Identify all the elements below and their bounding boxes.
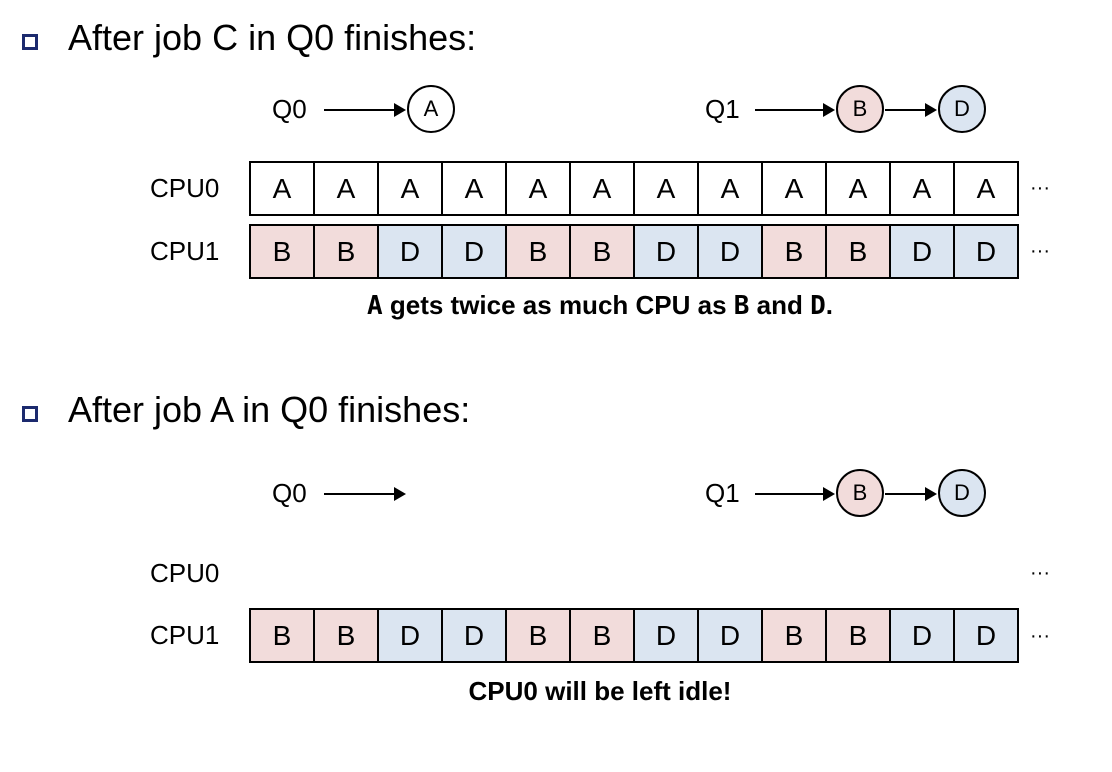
caption-job-b: B: [733, 291, 750, 321]
timeslot-cell: A: [507, 163, 571, 214]
timeslot-cell: A: [763, 163, 827, 214]
timeslot-cell: B: [251, 226, 315, 277]
q1-arrow-icon: [755, 103, 835, 117]
q1-job-D: D: [938, 85, 986, 133]
section1-heading: After job C in Q0 finishes:: [68, 17, 477, 58]
timeslot-cell: A: [955, 163, 1019, 214]
bullet-icon: [22, 406, 38, 422]
timeslot-cell: D: [379, 610, 443, 661]
q1-next-arrow-icon: [885, 487, 937, 501]
timeslot-cell: A: [251, 163, 315, 214]
timeslot-cell: D: [955, 226, 1019, 277]
caption-period: .: [825, 290, 833, 320]
cpu1-label: CPU1: [150, 620, 220, 650]
timeslot-cell: D: [891, 610, 955, 661]
timeslot-cell: B: [507, 610, 571, 661]
q1-label: Q1: [705, 94, 740, 124]
cpu0-label: CPU0: [150, 558, 220, 588]
q1-next-arrow-icon: [885, 103, 937, 117]
cpu1-more: ···: [1030, 240, 1050, 262]
cpu1-more: ···: [1030, 625, 1050, 647]
caption-text-1: gets twice as much CPU as: [382, 290, 734, 320]
timeslot-cell: A: [827, 163, 891, 214]
caption-text-2: and: [749, 290, 811, 320]
timeslot-cell: B: [507, 226, 571, 277]
q1-label: Q1: [705, 478, 740, 508]
q1-job-B: B: [836, 469, 884, 517]
timeslot-cell: B: [763, 226, 827, 277]
timeslot-cell: D: [699, 226, 763, 277]
section2-caption: CPU0 will be left idle!: [468, 676, 732, 706]
timeslot-cell: A: [891, 163, 955, 214]
bullet-icon: [22, 34, 38, 50]
q1-job-B: B: [836, 85, 884, 133]
timeslot-cell: D: [635, 226, 699, 277]
timeslot-cell: D: [635, 610, 699, 661]
timeslot-cell: B: [827, 610, 891, 661]
timeslot-cell: D: [955, 610, 1019, 661]
q0-label: Q0: [272, 478, 307, 508]
timeslot-cell: D: [443, 226, 507, 277]
q1-arrow-icon: [755, 487, 835, 501]
timeslot-cell: D: [443, 610, 507, 661]
q0-label: Q0: [272, 94, 307, 124]
timeslot-cell: B: [315, 610, 379, 661]
timeslot-cell: B: [251, 610, 315, 661]
cpu1-label: CPU1: [150, 236, 220, 266]
timeslot-cell: A: [379, 163, 443, 214]
timeslot-cell: A: [315, 163, 379, 214]
timeslot-cell: B: [763, 610, 827, 661]
timeslot-cell: B: [827, 226, 891, 277]
q0-arrow-icon: [324, 103, 406, 117]
timeslot-cell: A: [699, 163, 763, 214]
timeslot-cell: D: [699, 610, 763, 661]
cpu0-more: ···: [1030, 177, 1050, 199]
caption-job-d: D: [810, 291, 826, 321]
timeslot-cell: A: [635, 163, 699, 214]
timeslot-cell: A: [571, 163, 635, 214]
timeslot-cell: D: [379, 226, 443, 277]
cpu0-label: CPU0: [150, 173, 220, 203]
timeslot-cell: B: [315, 226, 379, 277]
cpu0-more: ···: [1030, 562, 1050, 584]
timeslot-cell: A: [443, 163, 507, 214]
q0-job-A: A: [407, 85, 455, 133]
q1-job-D: D: [938, 469, 986, 517]
q0-arrow-icon: [324, 487, 406, 501]
timeslot-cell: B: [571, 226, 635, 277]
section2-heading: After job A in Q0 finishes:: [68, 389, 471, 430]
timeslot-cell: B: [571, 610, 635, 661]
section1-caption: A gets twice as much CPU as B and D.: [250, 290, 950, 321]
timeslot-cell: D: [891, 226, 955, 277]
caption-job-a: A: [366, 291, 383, 321]
